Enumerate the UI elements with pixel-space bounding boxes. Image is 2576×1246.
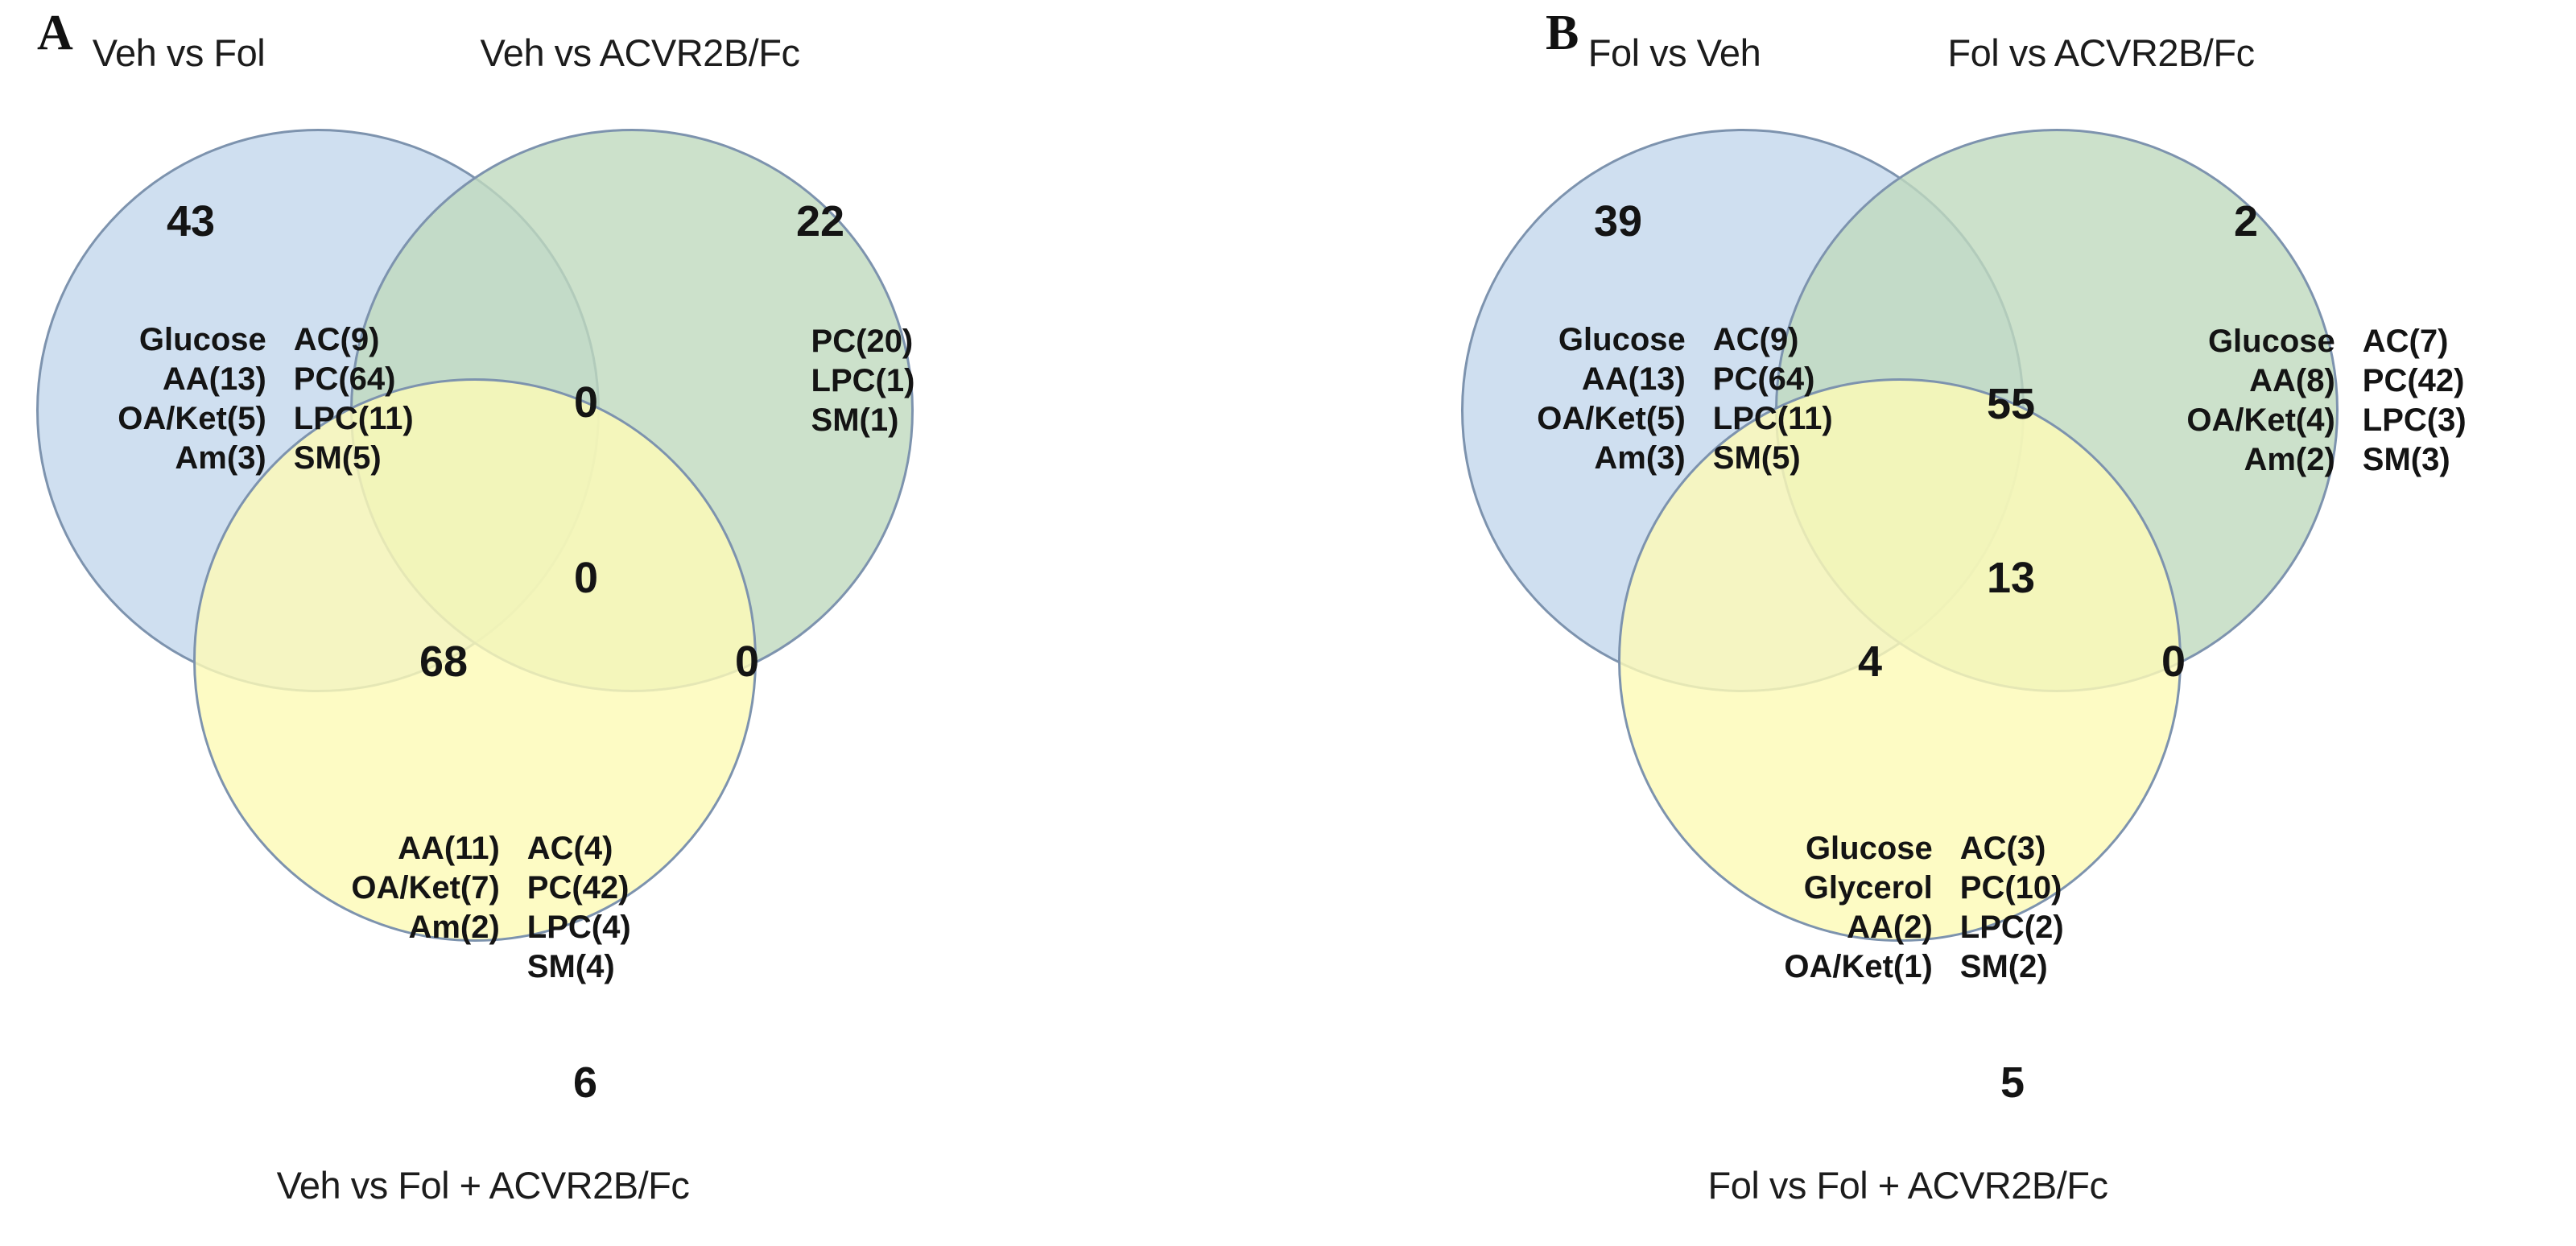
panel-a-count-right-only: 22 [795,197,845,245]
panel-b-circle-bottom[interactable] [1618,378,2182,942]
metabolite-item: LPC(11) [1712,401,1833,436]
metabolite-item: Am(2) [408,910,500,945]
metabolite-item: AA(11) [398,831,500,866]
metabolite-item: AC(9) [293,322,380,357]
panel-b-count-bottom-only: 5 [2000,1058,2025,1107]
metabolite-item: SM(4) [526,949,615,984]
metabolite-item: AC(3) [1959,831,2046,866]
metabolite-item: LPC(3) [2362,402,2467,438]
panel-a-metabolites-left-only: Glucose AA(13) OA/Ket(5) Am(3) AC(9) PC(… [118,320,413,478]
metabolite-item: Glycerol [1803,870,1933,906]
panel-b: B Fol vs Veh Fol vs ACVR2B/Fc Fol vs Fol… [1288,0,2576,1246]
panel-a-count-left-only: 43 [166,197,216,245]
metabolite-item: AA(8) [2249,363,2335,398]
metabolite-item: AC(9) [1712,322,1799,357]
metabolite-item: PC(64) [1712,361,1815,397]
metabolite-item: SM(5) [293,440,382,476]
panel-b-count-left-bottom: 4 [1857,637,1883,686]
panel-a-label-top-right: Veh vs ACVR2B/Fc [480,31,800,74]
metabolite-item: OA/Ket(5) [1537,401,1686,436]
panel-b-count-right-only: 2 [2233,197,2259,245]
metabolite-item: OA/Ket(5) [118,401,266,436]
panel-a-letter: A [37,6,73,60]
metabolite-item: Glucose [138,322,266,357]
panel-b-count-right-bottom: 0 [2161,637,2186,686]
panel-a-count-center: 0 [573,554,599,602]
panel-b-label-bottom: Fol vs Fol + ACVR2B/Fc [1707,1164,2108,1207]
panel-a-circle-bottom[interactable] [193,378,757,942]
metabolite-item: SM(3) [2362,442,2450,477]
metabolite-item: LPC(2) [1959,910,2064,945]
metabolite-item: LPC(1) [811,363,915,398]
panel-a-count-right-bottom: 0 [734,637,760,686]
panel-b-venn: Fol vs Veh Fol vs ACVR2B/Fc Fol vs Fol +… [1288,0,2576,1246]
panel-a-metabolites-bottom-only: AA(11) OA/Ket(7) Am(2) AC(4) PC(42) LPC(… [351,829,630,987]
metabolite-item: OA/Ket(7) [351,870,500,906]
metabolite-item: Am(3) [1594,440,1686,476]
metabolite-item: LPC(4) [526,910,631,945]
metabolite-item: LPC(11) [293,401,414,436]
metabolite-item: PC(64) [293,361,396,397]
panel-a-count-bottom-only: 6 [572,1058,598,1107]
panel-a-metabolites-right-only: PC(20) LPC(1) SM(1) [784,322,915,440]
panel-b-label-top-right: Fol vs ACVR2B/Fc [1947,31,2255,74]
panel-a-count-left-bottom: 68 [419,637,469,686]
metabolite-item: AA(13) [162,361,266,397]
metabolite-item: SM(1) [811,402,899,438]
metabolite-item: AA(2) [1847,910,1933,945]
metabolite-item: PC(10) [1959,870,2062,906]
panel-b-letter: B [1546,6,1579,60]
metabolite-item: PC(42) [2362,363,2465,398]
panel-b-count-center: 13 [1986,554,2036,602]
metabolite-item: SM(5) [1712,440,1801,476]
panel-a-label-bottom: Veh vs Fol + ACVR2B/Fc [276,1164,690,1207]
metabolite-item: PC(20) [811,324,914,359]
panel-a-venn: Veh vs Fol Veh vs ACVR2B/Fc Veh vs Fol +… [36,31,915,1207]
panel-b-count-left-only: 39 [1593,197,1643,245]
metabolite-item: OA/Ket(4) [2186,402,2335,438]
metabolite-item: Am(3) [175,440,266,476]
panel-a-label-top-left: Veh vs Fol [92,31,266,74]
metabolite-item: Glucose [1558,322,1686,357]
panel-a: A Veh vs Fol Veh vs ACVR2B/Fc Veh vs Fol… [36,6,915,1207]
panel-b-metabolites-right-only: Glucose AA(8) OA/Ket(4) Am(2) AC(7) PC(4… [2186,322,2466,480]
metabolite-item: Glucose [1805,831,1933,866]
panel-a-count-left-right: 0 [573,378,599,427]
metabolite-item: PC(42) [526,870,630,906]
metabolite-item: AC(7) [2362,324,2449,359]
panel-b-metabolites-left-only: Glucose AA(13) OA/Ket(5) Am(3) AC(9) PC(… [1537,320,1832,478]
metabolite-item: Glucose [2207,324,2335,359]
metabolite-item: AC(4) [526,831,613,866]
panel-b-metabolites-bottom-only: Glucose Glycerol AA(2) OA/Ket(1) AC(3) P… [1784,829,2063,987]
metabolite-item: OA/Ket(1) [1784,949,1933,984]
panel-b-count-left-right: 55 [1986,380,2036,428]
metabolite-item: Am(2) [2244,442,2335,477]
panel-b-label-top-left: Fol vs Veh [1587,31,1761,74]
metabolite-item: SM(2) [1959,949,2048,984]
metabolite-item: AA(13) [1581,361,1686,397]
